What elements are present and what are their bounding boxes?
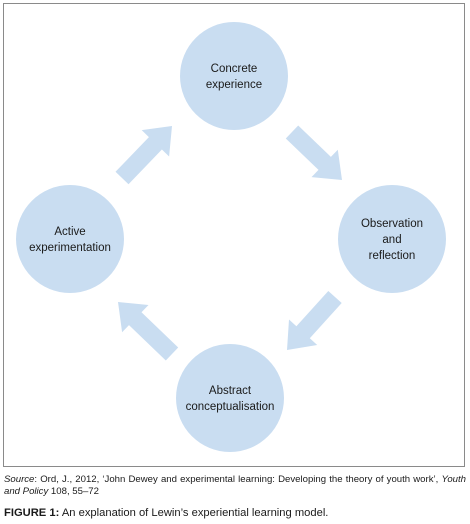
node-label-concrete-line-0: Concrete	[211, 63, 258, 75]
arrow-active-to-concrete	[115, 126, 172, 185]
node-label-observation-line-2: reflection	[369, 250, 416, 262]
node-concrete: Concrete experience	[180, 22, 288, 130]
node-observation: Observation and reflection	[338, 185, 446, 293]
node-abstract: Abstract conceptualisation	[176, 344, 284, 452]
node-label-abstract-line-0: Abstract	[209, 385, 252, 397]
figure-source: Source: Ord, J., 2012, ‘John Dewey and e…	[4, 474, 466, 498]
node-label-abstract-line-1: conceptualisation	[186, 401, 275, 413]
node-circle-active	[16, 185, 124, 293]
source-journal: Youth and Policy	[4, 474, 466, 497]
arrow-observation-to-abstract	[287, 291, 342, 350]
figure-frame	[3, 3, 465, 467]
node-active: Active experimentation	[16, 185, 124, 293]
arrow-abstract-to-active	[118, 302, 179, 361]
node-circle-concrete	[180, 22, 288, 130]
node-label-active-line-0: Active	[54, 226, 85, 238]
node-circle-abstract	[176, 344, 284, 452]
source-text-before: : Ord, J., 2012, ‘John Dewey and experim…	[34, 474, 442, 485]
source-text-after: 108, 55–72	[48, 486, 99, 497]
node-label-observation-line-1: and	[382, 234, 401, 246]
figure-caption: FIGURE 1: An explanation of Lewin’s expe…	[4, 506, 466, 520]
caption-text: An explanation of Lewin’s experiential l…	[59, 507, 329, 519]
source-label: Source	[4, 474, 35, 485]
arrow-concrete-to-observation	[285, 125, 342, 180]
node-circle-observation	[338, 185, 446, 293]
node-label-observation-line-0: Observation	[361, 218, 423, 230]
caption-label: FIGURE 1:	[4, 507, 60, 519]
node-label-concrete-line-1: experience	[206, 79, 262, 91]
node-label-active-line-1: experimentation	[29, 242, 111, 254]
